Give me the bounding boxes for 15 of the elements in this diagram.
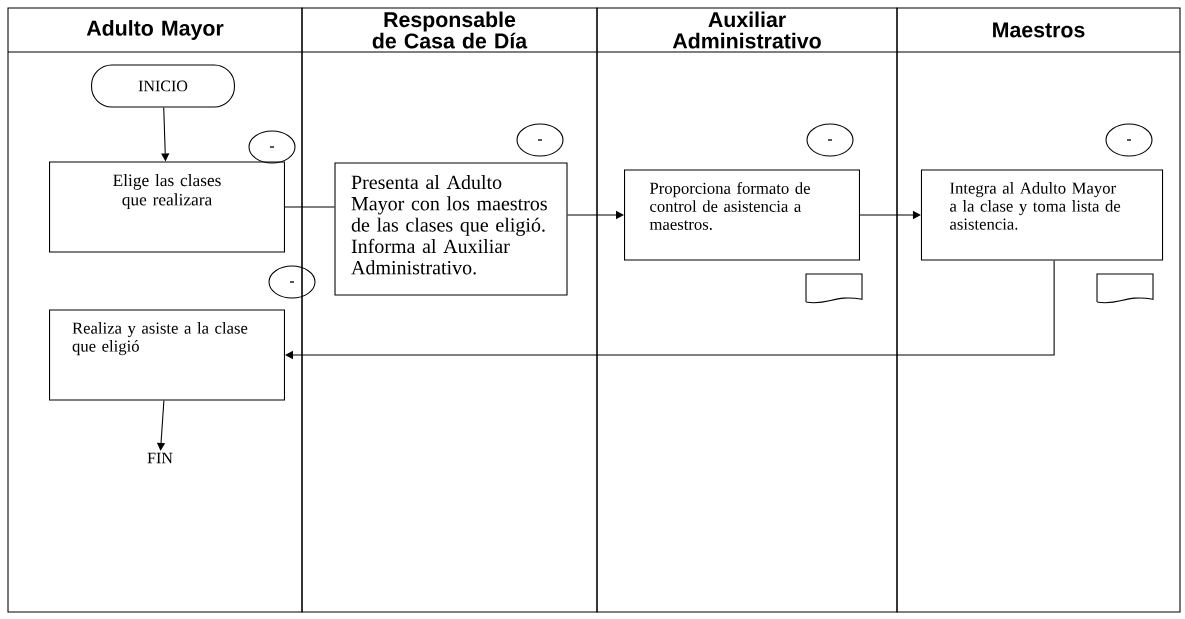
connector-circle: [806, 123, 854, 157]
connector-circle: [268, 265, 316, 299]
document-symbol: [1096, 273, 1154, 304]
arrow: [285, 260, 1055, 360]
process-box: Elige las clases que realizara: [49, 161, 285, 253]
process-box: Proporciona formato de control de asistencia a maestros.: [624, 169, 860, 261]
connector-circle: [516, 123, 564, 157]
end-label: FIN: [147, 452, 173, 464]
document-symbol: [805, 273, 863, 304]
process-box: Presenta al Adulto Mayor con los maestros de las clases que eligió. Informa al Auxiliar Administrativo.: [334, 162, 568, 296]
terminator: INICIO: [91, 64, 235, 108]
connector-circle: [248, 130, 296, 164]
process-box: Integra al Adulto Mayor a la clase y toma lista de asistencia.: [920, 169, 1164, 261]
connector-circle: [1105, 123, 1153, 157]
process-box: Realiza y asiste a la clase que eligió: [49, 309, 285, 401]
